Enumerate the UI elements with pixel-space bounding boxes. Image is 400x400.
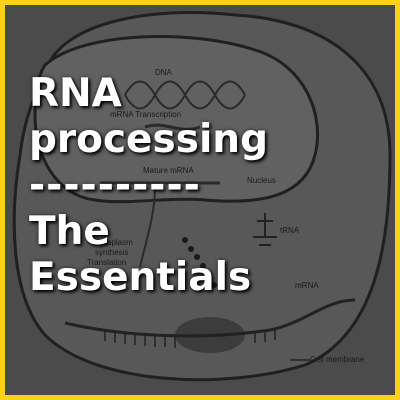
mrna-codons (104, 328, 276, 348)
nucleus-outline (33, 34, 319, 204)
dna-helix (124, 80, 246, 110)
title-line-1: RNA (29, 71, 122, 116)
label-mrna: mRNA (295, 281, 319, 290)
label-cell-membrane: Cell membrane (310, 355, 365, 364)
title-line-2: processing (29, 117, 268, 162)
title-line-5: Essentials (29, 255, 252, 300)
export-arrow (139, 186, 156, 268)
trna-shape (253, 213, 277, 246)
label-trna: tRNA (280, 226, 300, 235)
label-dna: DNA (155, 68, 173, 77)
label-cytoplasm: Cytoplasm (95, 238, 133, 247)
label-synthesis: synthesis (95, 248, 128, 257)
title-divider: ---------- (29, 163, 201, 208)
polypeptide-chain (182, 237, 217, 288)
label-nucleus: Nucleus (247, 176, 276, 185)
title-line-4: The (29, 209, 110, 254)
label-mature-mrna: Mature mRNA (143, 166, 194, 175)
title-overlay: RNA processing ---------- The Essentials (29, 71, 268, 301)
nascent-mrna (144, 123, 201, 131)
label-transcription: mRNA Transcription (110, 110, 181, 119)
cell-diagram: DNA mRNA Transcription Mature mRNA Nucle… (12, 11, 392, 382)
label-translation: Translation (87, 258, 126, 267)
